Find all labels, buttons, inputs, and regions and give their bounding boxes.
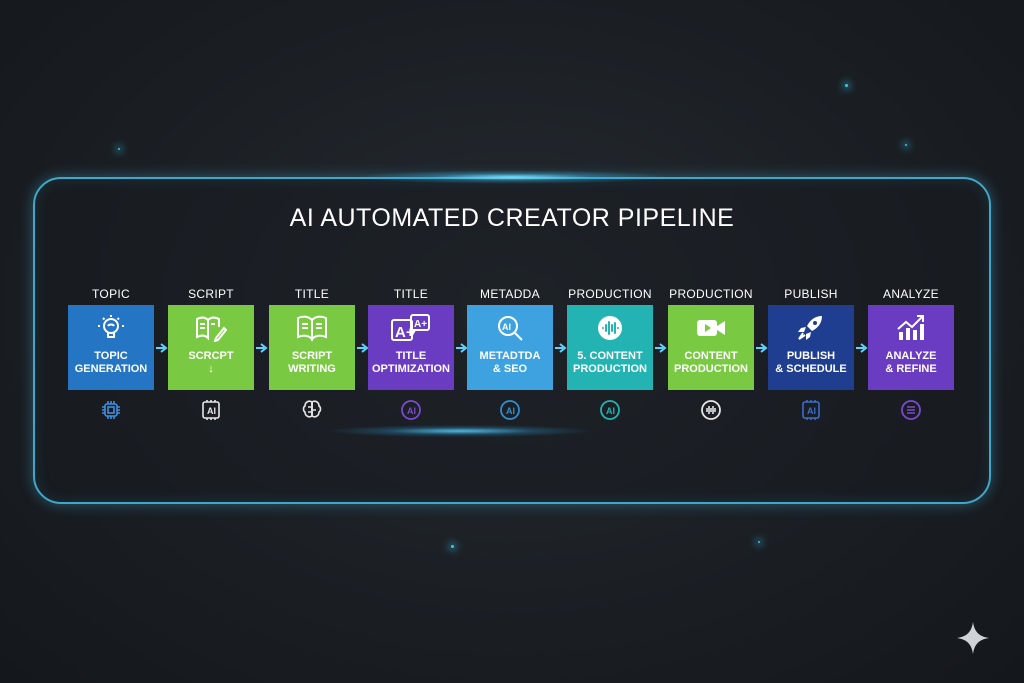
step-tile: SCRCPT ↓ [168,305,254,390]
video-camera-icon [695,305,727,346]
a-plus-icon: A+A+ [391,305,431,346]
step-label: TITLE [294,287,330,301]
step-tile: A+A+ TITLE OPTIMIZATION [368,305,454,390]
step-text: TOPIC GENERATION [74,350,148,375]
open-book-icon [296,305,328,346]
step-label: SCRIPT [188,287,234,301]
flow-arrow-icon [356,341,370,353]
step-tile: AI METADTDA & SEO [467,305,553,390]
star-dot [905,144,907,146]
flow-arrow-icon [855,341,869,353]
step-label: METADDA [480,287,540,301]
flow-arrow-icon [455,341,469,353]
star-dot [758,541,760,543]
svg-text:A+: A+ [414,319,427,330]
flow-arrow-icon [554,341,568,353]
step-tile: ANALYZE & REFINE [868,305,954,390]
step-text: SCRCPT ↓ [188,350,234,375]
svg-text:AI: AI [502,322,511,332]
pipeline-title: AI AUTOMATED CREATOR PIPELINE [289,204,735,232]
step-label: TOPIC [92,287,130,301]
panel-glow-top [352,170,672,184]
step-text: CONTENT PRODUCTION [674,350,748,375]
svg-text:AI: AI [506,406,515,416]
svg-text:AI: AI [807,406,816,416]
step-text: 5. CONTENT PRODUCTION [573,350,647,375]
flow-arrow-icon [255,341,269,353]
svg-text:AI: AI [606,406,615,416]
audio-circle-icon [700,399,722,421]
svg-text:AI: AI [207,406,216,416]
step-text: METADTDA & SEO [479,350,541,375]
step-label: ANALYZE [883,287,939,301]
ai-chip-icon: AI [200,399,222,421]
sparkle-icon [957,622,989,654]
book-pen-icon [195,305,228,346]
flow-arrow-icon [155,341,169,353]
step-tile: SCRIPT WRITING [269,305,355,390]
list-circle-icon [900,399,922,421]
step-tile: CONTENT PRODUCTION [668,305,754,390]
step-label: PRODUCTION [568,287,652,301]
ai-circle-icon: AI [499,399,521,421]
flow-arrow-icon [654,341,668,353]
ai-circle-icon: AI [599,399,621,421]
ai-chip-icon: AI [800,399,822,421]
step-tile: 5. CONTENT PRODUCTION [567,305,653,390]
svg-text:A+: A+ [395,324,415,341]
step-label: PRODUCTION [669,287,753,301]
star-dot [118,148,120,150]
step-text: TITLE OPTIMIZATION [371,350,450,375]
step-label: TITLE [393,287,429,301]
brain-icon [301,399,323,421]
audio-wave-icon [595,305,625,346]
step-label: PUBLISH [784,287,838,301]
lightbulb-icon [96,305,126,346]
step-tile: TOPIC GENERATION [68,305,154,390]
flow-arrow-icon [755,341,769,353]
magnifier-ai-icon: AI [495,305,525,346]
chart-up-icon [895,305,927,346]
step-tile: PUBLISH & SCHEDULE [768,305,854,390]
rocket-icon [796,305,826,346]
ai-circle-icon: AI [400,399,422,421]
star-dot [451,545,454,548]
step-text: PUBLISH & SCHEDULE [775,350,847,375]
chip-icon [100,399,122,421]
step-text: SCRIPT WRITING [288,350,336,375]
star-dot [845,84,848,87]
panel-glow-mid [330,425,590,437]
step-text: ANALYZE & REFINE [885,350,937,375]
svg-text:AI: AI [407,406,416,416]
